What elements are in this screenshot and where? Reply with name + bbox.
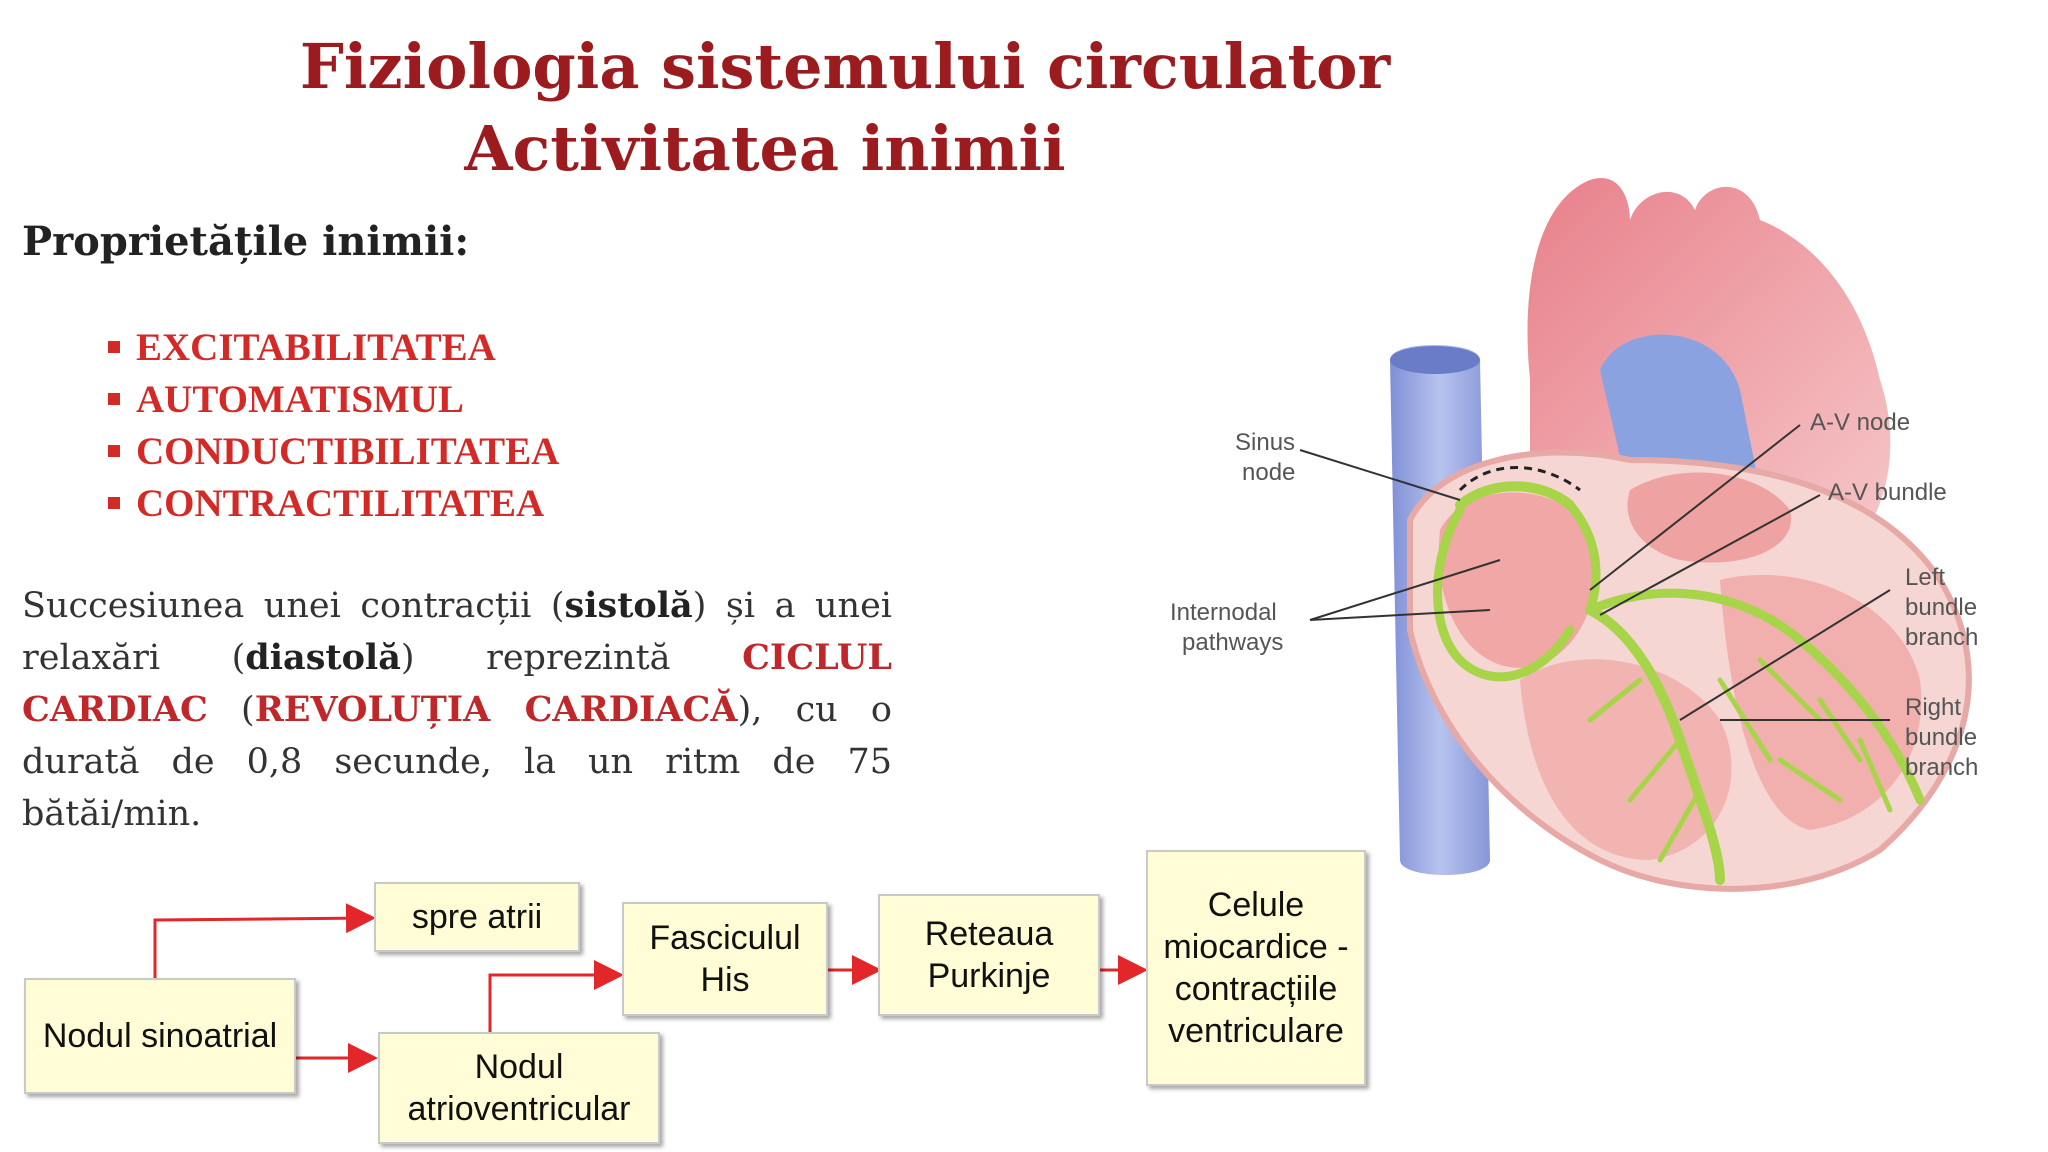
conduction-pathways [1433, 481, 1925, 885]
cycle-text-part: ), cu o durată de 0,8 secunde, la un rit… [22, 690, 893, 834]
label-av-bundle: A-V bundle [1828, 479, 1947, 506]
label-left-bundle-branch: Left [1905, 564, 1945, 591]
sinus-node-marker [1458, 466, 1581, 492]
heart-labels: Sinus node Internodal pathways A-V node … [1170, 409, 1978, 781]
label-right-bundle-branch: Right [1905, 694, 1961, 721]
label-leader-lines [1299, 424, 1891, 721]
properties-heading: Proprietățile inimii: [22, 218, 470, 265]
cardiac-cycle-term: CICLUL CARDIAC [22, 637, 892, 730]
property-item: EXCITABILITATEA [108, 322, 559, 374]
cycle-text-part: ( [207, 690, 255, 730]
label-right-bundle-branch: bundle [1905, 724, 1977, 751]
right-atrium-shape [1438, 492, 1595, 668]
box-atrioventricular-node: Nodul atrioventricular [378, 1032, 660, 1144]
label-internodal-pathways: Internodal [1170, 599, 1277, 626]
left-atrium-shape [1627, 472, 1792, 563]
cardiac-cycle-text: Succesiunea unei contracții (sistolă) și… [22, 580, 892, 840]
label-right-bundle-branch: branch [1905, 754, 1978, 781]
property-item: CONTRACTILITATEA [108, 478, 559, 530]
label-sinus-node: node [1242, 459, 1295, 486]
cycle-text-part: ) reprezintă [400, 638, 743, 678]
label-left-bundle-branch: branch [1905, 624, 1978, 651]
page-subtitle: Activitatea inimii [464, 112, 1066, 185]
right-ventricle-shape [1520, 659, 1732, 860]
box-to-atria: spre atrii [374, 882, 580, 952]
box-sinoatrial-node: Nodul sinoatrial [24, 978, 296, 1094]
label-sinus-node: Sinus [1235, 429, 1295, 456]
cycle-text-part: Succesiunea unei contracții ( [22, 586, 565, 626]
arrow-sinoatrial-to-atria [153, 903, 376, 980]
property-item: AUTOMATISMUL [108, 374, 559, 426]
label-left-bundle-branch: bundle [1905, 594, 1977, 621]
property-item: CONDUCTIBILITATEA [108, 426, 559, 478]
arrow-atrioventricular-to-his [488, 960, 624, 1032]
cardiac-revolution-term: REVOLUȚIA CARDIACĂ [254, 689, 738, 730]
properties-list: EXCITABILITATEA AUTOMATISMUL CONDUCTIBIL… [108, 322, 559, 530]
heart-conduction-illustration: Sinus node Internodal pathways A-V node … [1170, 178, 1978, 892]
systole-term: sistolă [564, 585, 693, 626]
page-title: Fiziologia sistemului circulator [299, 30, 1391, 103]
label-internodal-pathways: pathways [1182, 629, 1283, 656]
cycle-text-part: ) și a unei relaxări ( [22, 586, 892, 678]
diastole-term: diastolă [245, 637, 401, 678]
box-his-bundle: Fasciculul His [622, 902, 828, 1016]
label-av-node: A-V node [1810, 409, 1910, 436]
box-purkinje-network: Reteaua Purkinje [878, 894, 1100, 1016]
box-myocardial-cells: Celule miocardice - contracțiile ventric… [1146, 850, 1366, 1086]
